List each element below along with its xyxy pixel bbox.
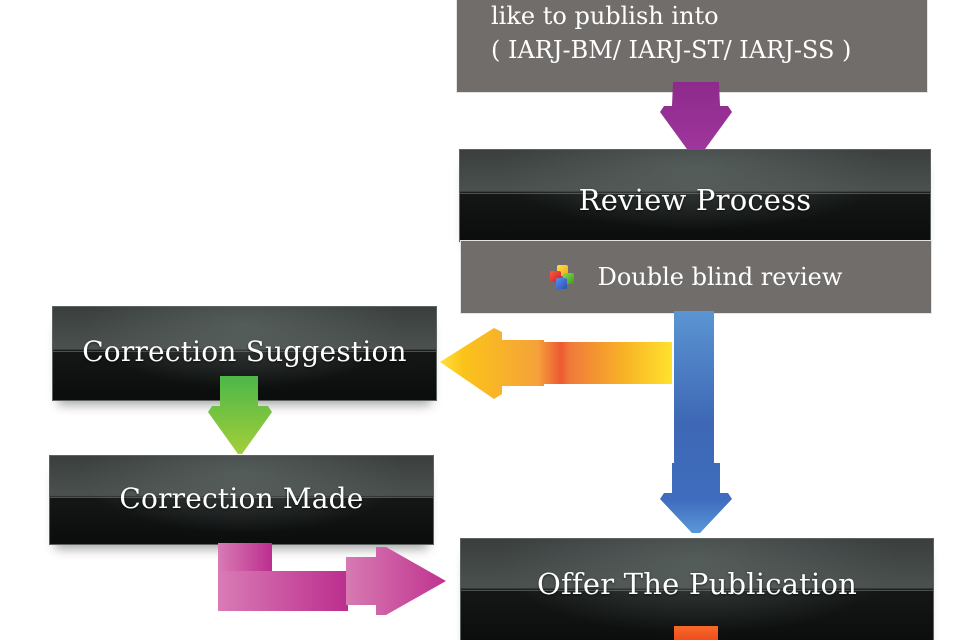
- journal-select-box: like to publish into ( IARJ-BM/ IARJ-ST/…: [456, 0, 928, 93]
- review-process-box: Review Process: [459, 149, 931, 242]
- journal-select-text: like to publish into ( IARJ-BM/ IARJ-ST/…: [491, 0, 851, 67]
- arrow-review-to-offer: [660, 311, 732, 533]
- correction-made-label: Correction Made: [119, 481, 364, 515]
- double-blind-review-label: Double blind review: [597, 263, 843, 291]
- offer-publication-box: Offer The Publication: [460, 538, 934, 640]
- arrow-journal-to-review: [660, 82, 732, 156]
- journal-select-line-2: ( IARJ-BM/ IARJ-ST/ IARJ-SS ): [491, 36, 852, 64]
- arrow-offer-to-next: [674, 626, 718, 640]
- colored-cubes-icon: [549, 264, 576, 290]
- journal-select-line-1: like to publish into: [491, 2, 719, 30]
- double-blind-review-box: Double blind review: [460, 240, 932, 314]
- review-process-label: Review Process: [578, 182, 812, 217]
- arrow-suggestion-to-made: [208, 376, 272, 454]
- correction-suggestion-label: Correction Suggestion: [82, 335, 407, 368]
- offer-publication-label: Offer The Publication: [537, 567, 857, 601]
- arrow-made-to-offer: [218, 543, 446, 615]
- correction-made-box: Correction Made: [49, 455, 434, 545]
- arrow-review-to-correction-suggestion: [440, 328, 672, 399]
